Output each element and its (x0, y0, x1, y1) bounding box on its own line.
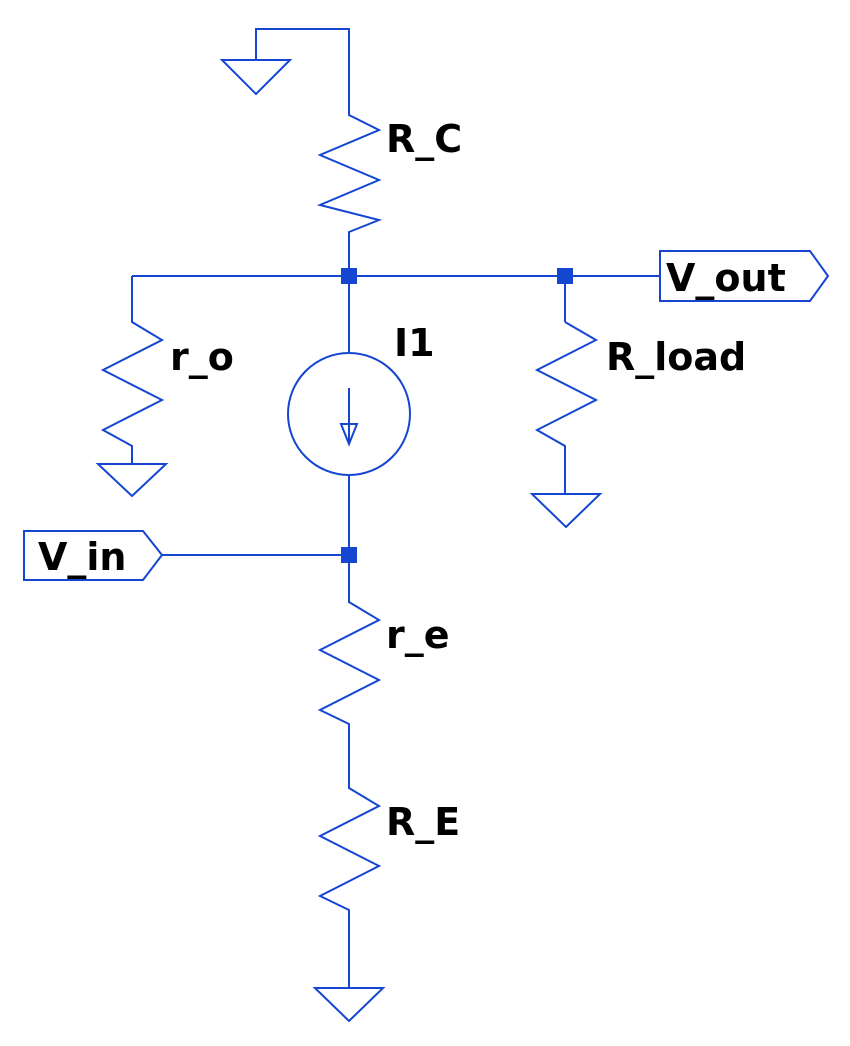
current-source-i1[interactable] (287, 352, 411, 476)
vin-label: V_in (38, 535, 127, 579)
ro-label: r_o (170, 335, 234, 379)
port-vin[interactable]: V_in (23, 530, 164, 581)
resistor-re-small[interactable] (317, 600, 382, 786)
junction-rload-node (557, 268, 573, 284)
resistor-ro[interactable] (100, 320, 165, 464)
wire-top-ground-to-rc (255, 28, 350, 104)
rload-label: R_load (606, 335, 746, 379)
junction-top-node (341, 268, 357, 284)
resistor-re-big[interactable] (317, 786, 382, 988)
ground-bottom (312, 987, 386, 1023)
vout-label: V_out (666, 256, 786, 300)
i1-label: I1 (394, 321, 435, 365)
junction-vin-node (341, 547, 357, 563)
ground-rload (529, 493, 603, 529)
resistor-rload[interactable] (534, 321, 599, 494)
port-vout[interactable]: V_out (659, 250, 830, 302)
rc-label: R_C (386, 117, 462, 161)
re-small-label: r_e (386, 613, 450, 657)
ground-top (219, 59, 293, 96)
ground-ro (95, 463, 169, 498)
resistor-rc[interactable] (316, 104, 383, 276)
re-big-label: R_E (386, 800, 460, 844)
